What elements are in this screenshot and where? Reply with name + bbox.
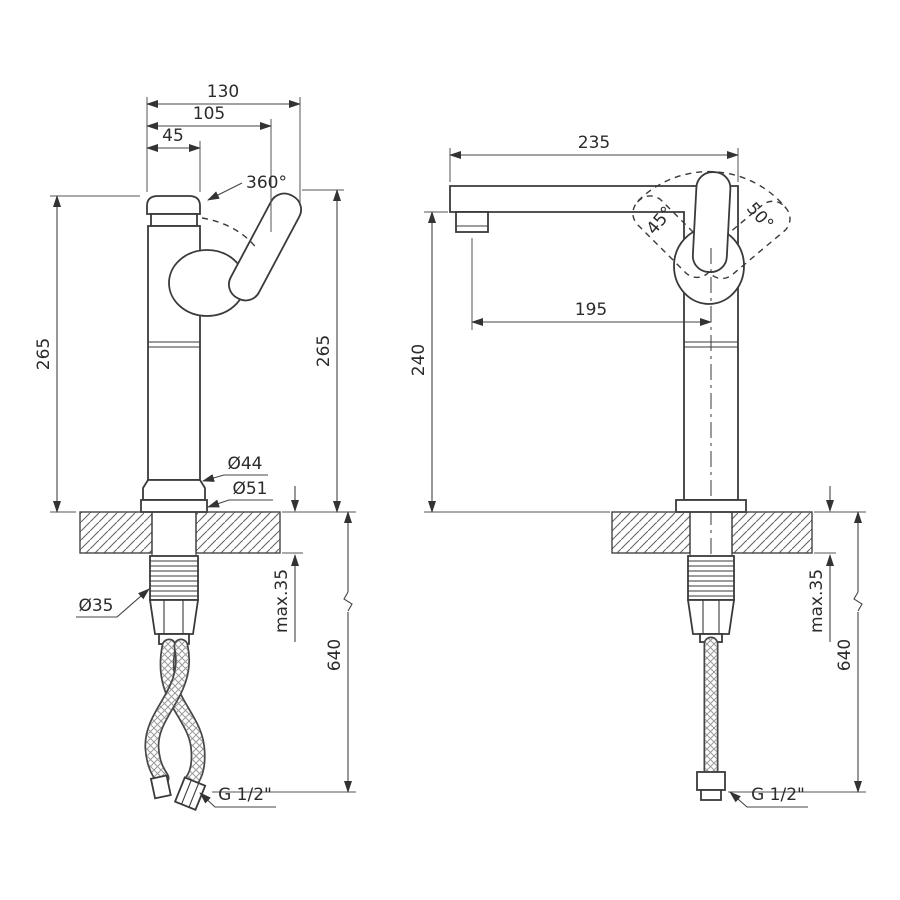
lever-handle-front (228, 192, 302, 302)
dimensions-front: 130 105 45 360° 265 265 Ø44 Ø51 Ø35 max.… (34, 82, 356, 808)
hose-fitting-side (696, 771, 726, 791)
dia-base-leader (207, 499, 273, 508)
spout-cap (146, 195, 201, 215)
dia-body-label: Ø44 (227, 454, 262, 474)
swivel-leader (207, 182, 243, 201)
dia-base-label: Ø51 (232, 479, 267, 499)
hose-side (696, 636, 726, 801)
hose-length-label-side: 640 (835, 639, 855, 671)
angle-50-label: 50° (742, 199, 777, 235)
hose-2-fitting (149, 774, 172, 800)
base-plate-side (675, 499, 747, 513)
thread-label-front: G 1/2" (218, 785, 272, 805)
front-view: 130 105 45 360° 265 265 Ø44 Ø51 Ø35 max.… (34, 82, 356, 811)
swivel-arc (201, 217, 259, 251)
lever-position-45 (632, 195, 716, 279)
dim-265-left-label: 265 (34, 338, 54, 370)
dimensions-side: 235 45° 50° 195 240 max.35 640 G 1/2" (409, 133, 866, 808)
dia-shank-label: Ø35 (78, 596, 113, 616)
shank-front (148, 512, 200, 645)
break-symbol (853, 591, 863, 612)
hose-2-braid (146, 640, 189, 784)
swivel-label: 360° (246, 173, 287, 193)
faucet-front-body (140, 192, 302, 513)
max35-label-side: max.35 (807, 569, 827, 633)
lever-handle-side (691, 171, 732, 273)
dia-body-leader (202, 474, 268, 482)
mounting-nut-front (148, 599, 200, 635)
dim-235-label: 235 (578, 133, 610, 153)
thread-lines (150, 560, 198, 597)
threaded-shank-side (687, 555, 735, 601)
countertop-front (79, 511, 281, 554)
thread-label-side: G 1/2" (751, 785, 805, 805)
hose-fitting-tip (700, 789, 722, 801)
faucet-side-body (449, 170, 791, 578)
base-flare (142, 479, 206, 501)
aerator-side (455, 211, 489, 233)
max35-label-front: max.35 (272, 569, 292, 633)
dim-240-label: 240 (409, 344, 429, 376)
hose-length-label-front: 640 (325, 639, 345, 671)
counter-slab (79, 511, 153, 554)
thread-leader-front (199, 792, 276, 808)
side-view: 235 45° 50° 195 240 max.35 640 G 1/2" (409, 133, 866, 808)
break-symbol (343, 591, 353, 612)
hose-1-fitting (173, 776, 207, 811)
lever-swing-arc (637, 170, 787, 209)
base-plate-front (140, 499, 208, 513)
dim-195-label: 195 (575, 300, 607, 320)
hose-1-braid (161, 640, 204, 789)
countertop-side (611, 511, 813, 554)
hoses-front (144, 638, 207, 811)
counter-slab (611, 511, 691, 554)
dim-105-label: 105 (193, 104, 225, 124)
dim-45-label: 45 (162, 126, 184, 146)
dim-265-right-label: 265 (314, 335, 334, 367)
mounting-nut-side (686, 599, 736, 635)
counter-slab (731, 511, 813, 554)
dia-shank-leader (76, 588, 150, 618)
threaded-shank (149, 555, 199, 601)
counter-slab (195, 511, 281, 554)
thread-lines (688, 560, 734, 597)
dim-130-label: 130 (207, 82, 239, 102)
swivel-ring (150, 213, 198, 227)
thread-leader-side (729, 791, 808, 808)
